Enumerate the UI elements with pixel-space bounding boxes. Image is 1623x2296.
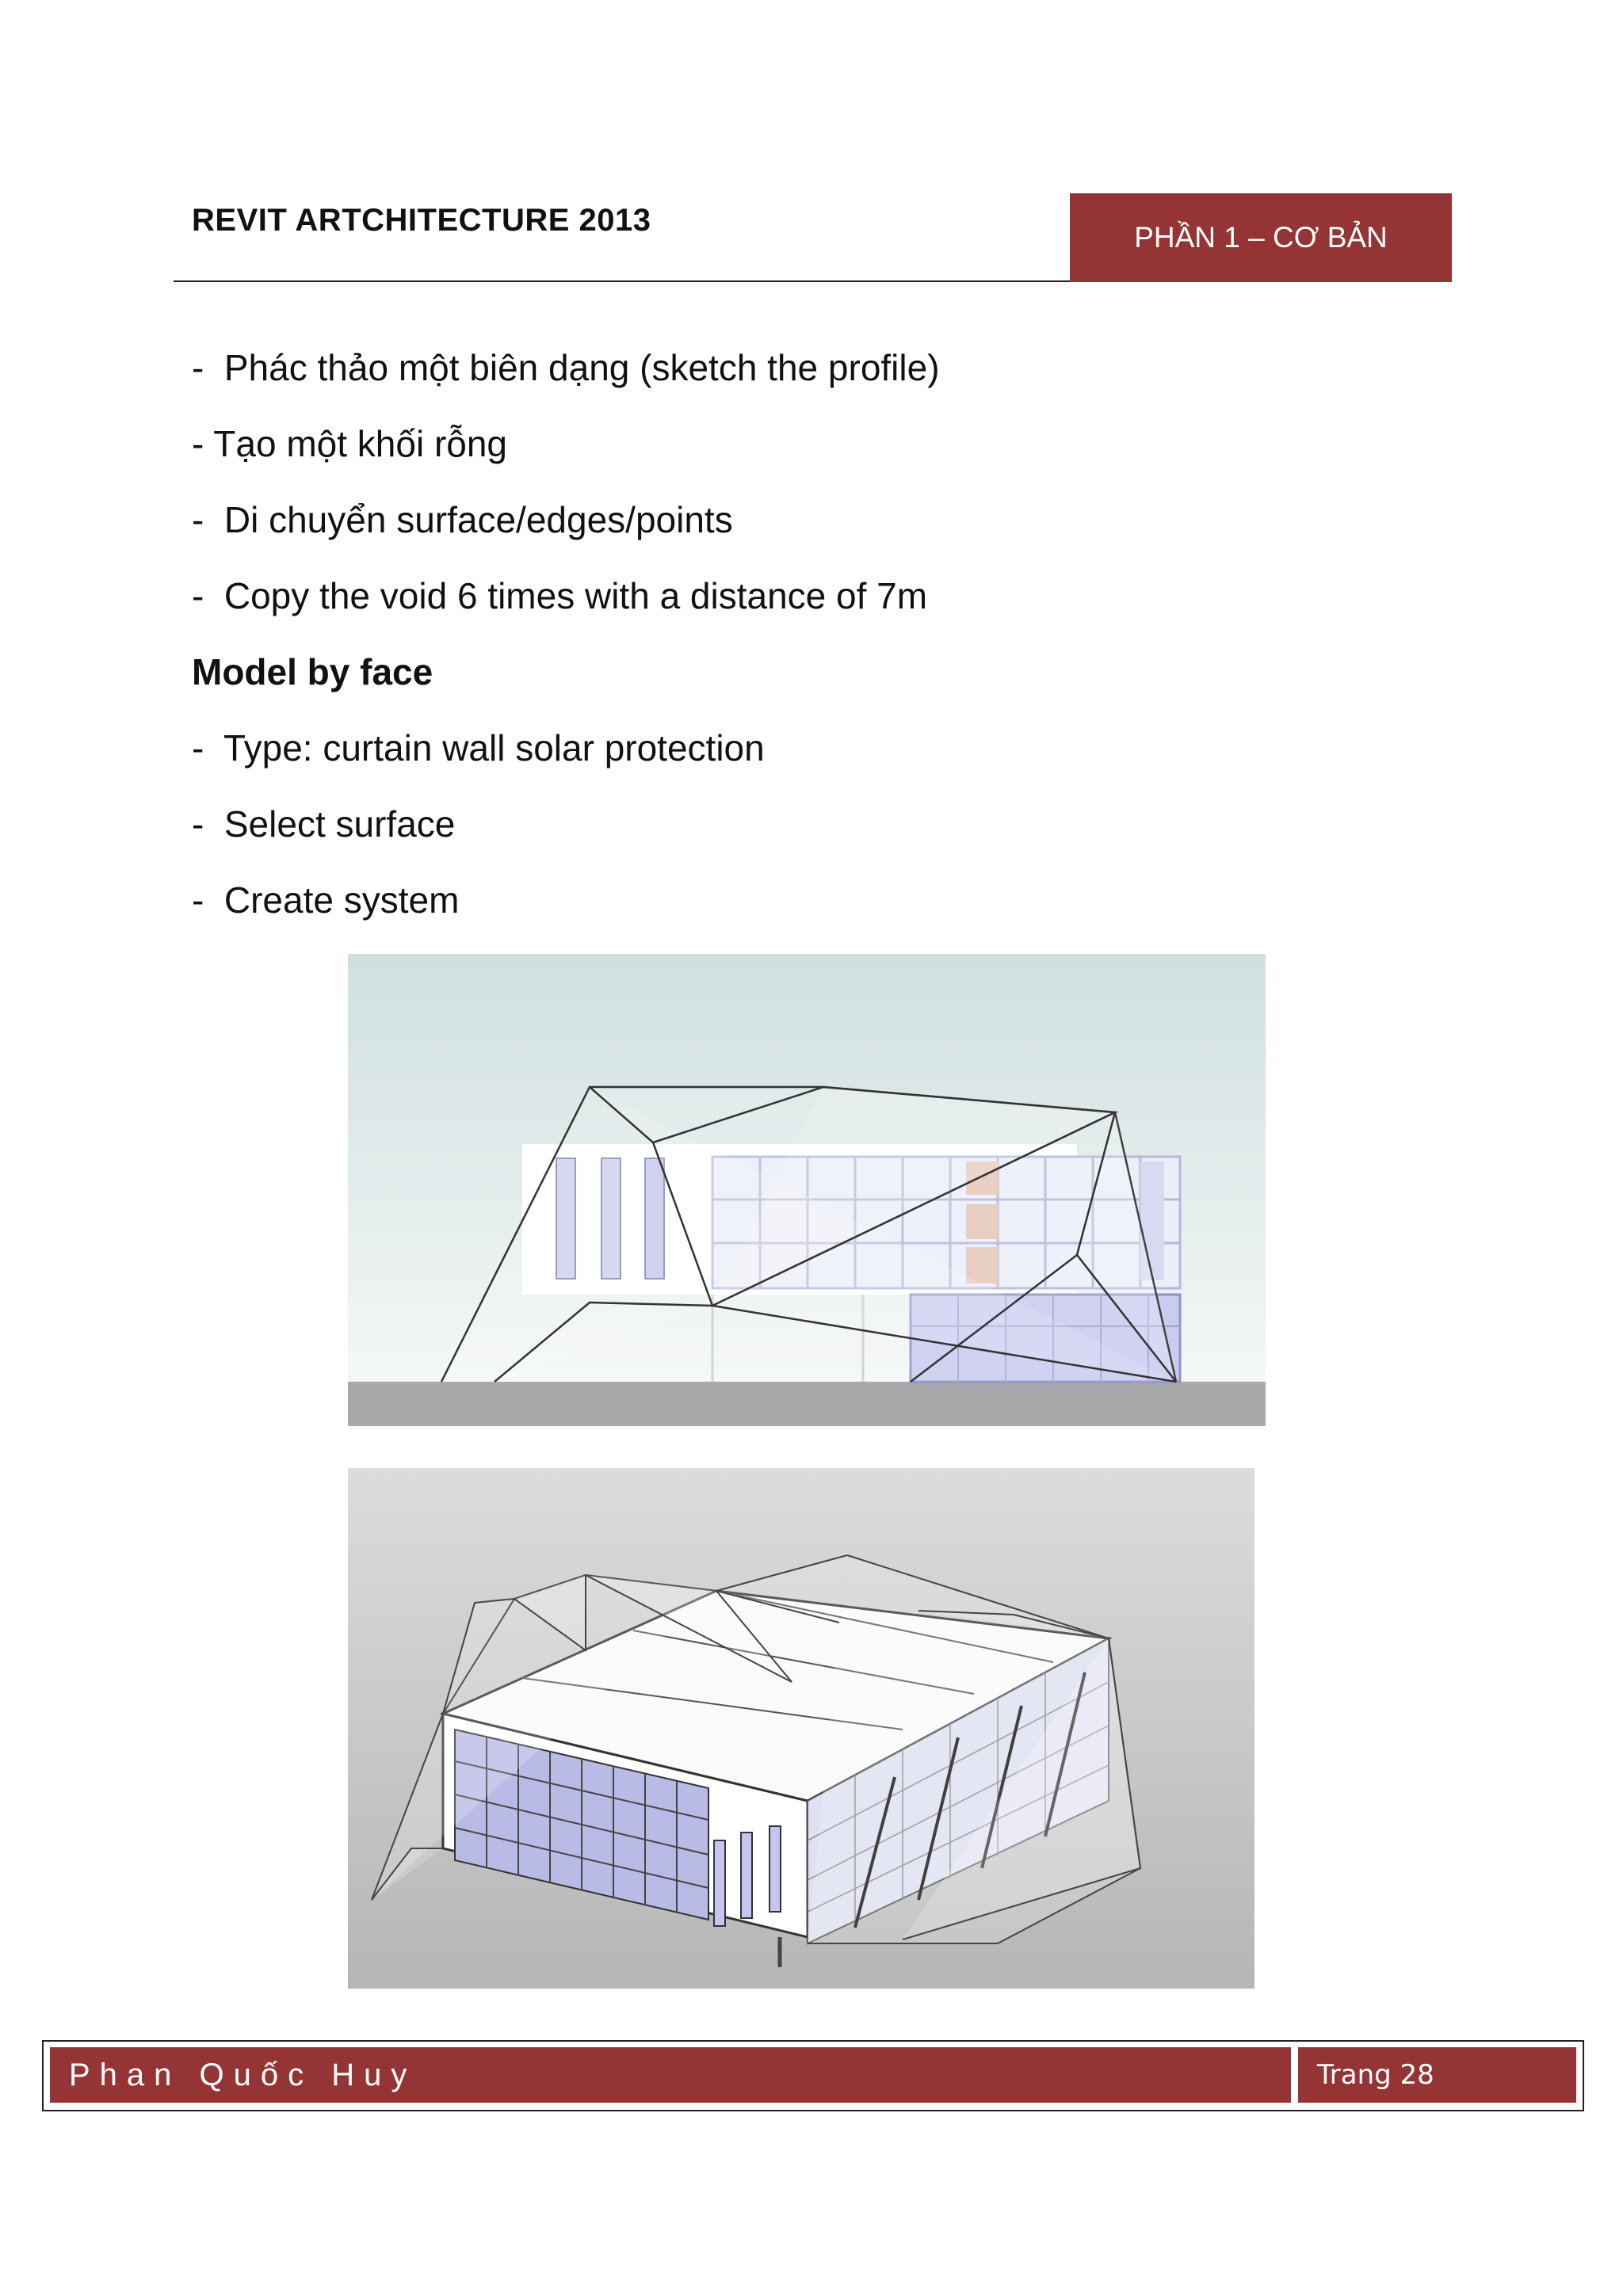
bullet-line: - Tạo một khối rỗng: [192, 423, 508, 464]
document-title: REVIT ARTCHITECTURE 2013: [192, 203, 651, 238]
elevation-illustration: [348, 954, 1266, 1426]
axonometric-illustration: [348, 1468, 1254, 1989]
bullet-line: - Create system: [192, 879, 460, 921]
bullet-line: - Type: curtain wall solar protection: [192, 727, 765, 769]
section-heading: Model by face: [192, 651, 433, 692]
section-badge: PHẦN 1 – CƠ BẢN: [1070, 193, 1452, 282]
bullet-line: - Copy the void 6 times with a distance …: [192, 575, 928, 616]
bullet-line: - Phác thảo một biên dạng (sketch the pr…: [192, 347, 940, 388]
footer-page-number: Trang 28: [1298, 2047, 1576, 2103]
elevation-figure: [348, 954, 1266, 1426]
header-divider: [174, 280, 1070, 282]
axonometric-figure: [348, 1468, 1254, 1989]
body-text: - Phác thảo một biên dạng (sketch the pr…: [192, 345, 1460, 954]
footer-frame: [42, 2040, 1584, 2111]
bullet-line: - Select surface: [192, 803, 456, 845]
bullet-line: - Di chuyển surface/edges/points: [192, 499, 733, 540]
section-label: PHẦN 1 – CƠ BẢN: [1134, 221, 1388, 254]
footer-author: Phan Quốc Huy: [50, 2047, 1291, 2103]
